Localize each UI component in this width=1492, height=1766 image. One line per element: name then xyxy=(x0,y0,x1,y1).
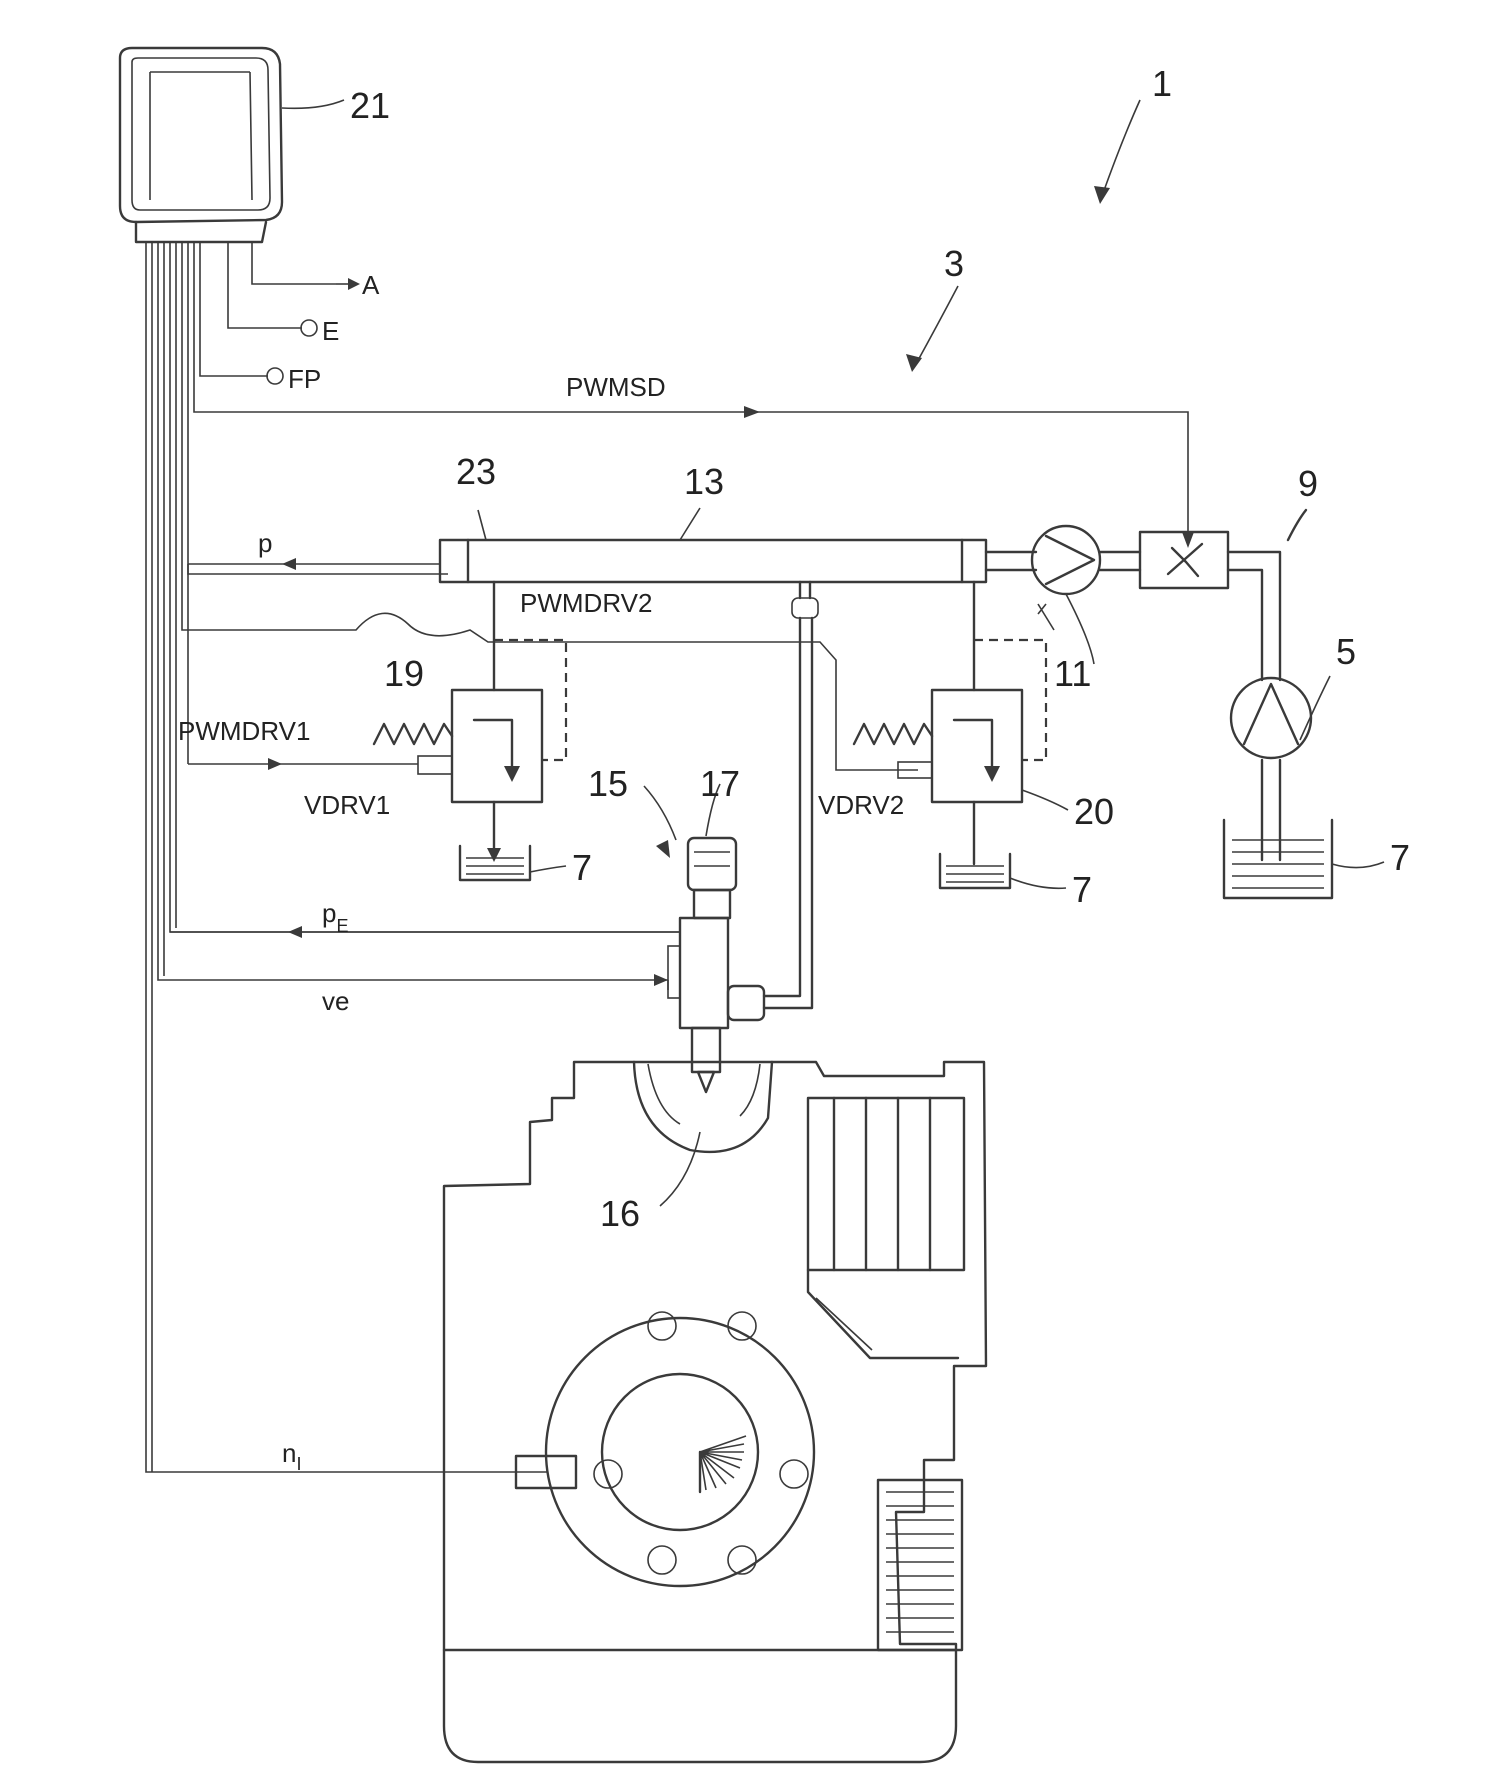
signal-injection: ve xyxy=(322,986,349,1016)
label-tank-1: 7 xyxy=(572,847,592,888)
label-tank-2: 7 xyxy=(1072,869,1092,910)
label-rail-pressure-sensor: 23 xyxy=(456,451,496,492)
signal-vdrv1: VDRV1 xyxy=(304,790,390,820)
signal-pwmsd: PWMSD xyxy=(566,372,666,402)
rail xyxy=(440,540,986,582)
pwmsd-arrow xyxy=(744,406,760,418)
signal-wire-bundle xyxy=(146,242,1188,1472)
label-valve-1: 19 xyxy=(384,653,424,694)
high-pressure-pump xyxy=(986,526,1140,594)
label-feed-pump: 5 xyxy=(1336,631,1356,672)
signal-input-e: E xyxy=(322,316,339,346)
suction-throttle-arrow xyxy=(1182,532,1194,548)
valve-1 xyxy=(268,582,566,862)
label-tank-3: 7 xyxy=(1390,837,1410,878)
feed-pump xyxy=(1231,678,1311,758)
injector-feed-line xyxy=(764,582,818,1008)
label-valve-2: 20 xyxy=(1074,791,1114,832)
engine xyxy=(444,1062,986,1762)
injector xyxy=(668,838,764,1092)
injection-control-signal xyxy=(654,974,668,986)
label-low-pressure-line: 9 xyxy=(1298,463,1318,504)
signal-input-fp: FP xyxy=(288,364,321,394)
signal-rail-pressure: p xyxy=(258,528,272,558)
signal-vdrv2: VDRV2 xyxy=(818,790,904,820)
rail-pressure-signal xyxy=(188,558,440,570)
signal-output-a: A xyxy=(362,270,380,300)
valve-2 xyxy=(854,582,1046,864)
label-system: 1 xyxy=(1152,63,1172,104)
control-unit xyxy=(120,48,282,242)
injector-pressure-signal xyxy=(170,926,680,938)
signal-pwmdrv1: PWMDRV1 xyxy=(178,716,310,746)
label-combustion-chamber: 16 xyxy=(600,1193,640,1234)
signal-injector-pressure: pE xyxy=(322,898,348,936)
label-injector-memory: 17 xyxy=(700,763,740,804)
label-control-unit: 21 xyxy=(350,85,390,126)
label-injector: 15 xyxy=(588,763,628,804)
label-injection-system: 3 xyxy=(944,243,964,284)
leader-lines xyxy=(282,100,1384,1206)
signal-engine-speed: nI xyxy=(282,1438,301,1474)
label-high-pressure-pump: 11 xyxy=(1054,653,1091,694)
tank-feed xyxy=(1224,820,1332,898)
signal-pwmdrv2: PWMDRV2 xyxy=(520,588,652,618)
suction-throttle xyxy=(1140,532,1228,588)
label-rail: 13 xyxy=(684,461,724,502)
